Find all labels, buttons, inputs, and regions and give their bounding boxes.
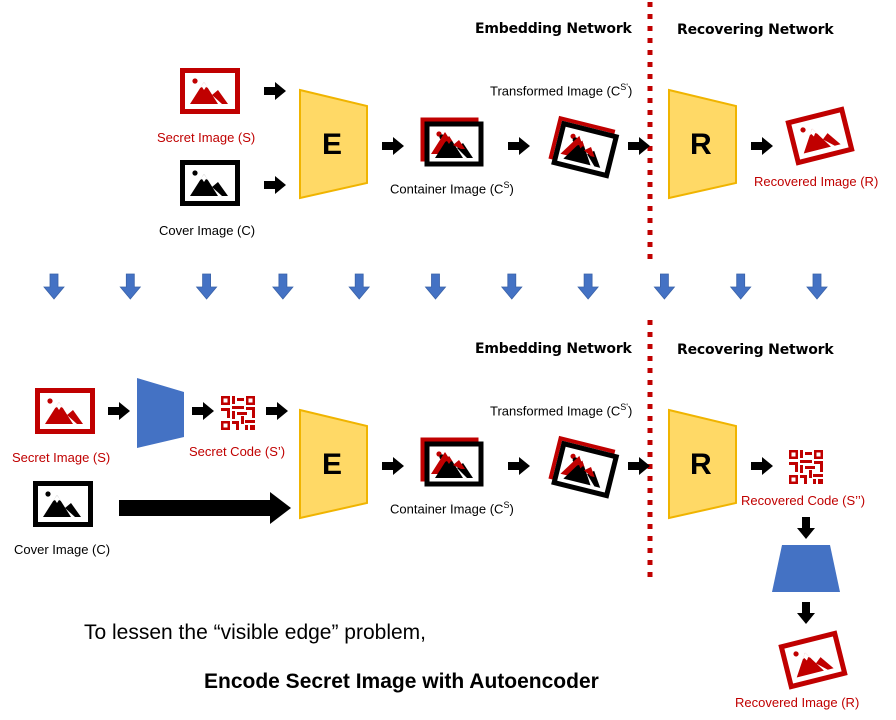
transformed-image-icon — [550, 438, 618, 495]
recoverer-letter: R — [690, 128, 712, 161]
qr-code-icon — [789, 450, 823, 484]
recovered-image-label: Recovered Image (R) — [735, 695, 860, 710]
note-line-2: Encode Secret Image with Autoencoder — [204, 670, 599, 693]
right-arrow-icon — [508, 457, 530, 475]
down-arrow-icon — [196, 273, 218, 300]
autoencoder-encoder-block — [137, 378, 184, 448]
right-arrow-icon — [628, 457, 650, 475]
recoverer-letter: R — [690, 448, 712, 481]
embedding-network-block — [299, 88, 368, 200]
right-arrow-icon — [751, 137, 773, 155]
secret-code-label: Secret Code (S’) — [189, 444, 286, 459]
secret-image-icon — [183, 71, 238, 112]
container-image-icon — [423, 120, 482, 165]
note-line-1: To lessen the “visible edge” problem, — [84, 621, 427, 644]
right-arrow-icon — [192, 402, 214, 420]
transformed-image-icon — [550, 118, 618, 175]
container-image-label: Container Image (CS) — [390, 500, 514, 517]
embedder-letter: E — [322, 448, 343, 481]
transition-arrows — [43, 273, 828, 300]
cover-image-label: Cover Image (C) — [159, 223, 256, 238]
secret-image-icon — [38, 391, 93, 432]
cover-image-icon — [36, 484, 91, 525]
container-image-label: Container Image (CS) — [390, 180, 514, 197]
right-arrow-icon — [264, 176, 286, 194]
recovering-network-block — [668, 408, 737, 520]
down-arrow-icon — [654, 273, 675, 300]
embedder-letter: E — [322, 128, 343, 161]
right-arrow-icon — [382, 137, 404, 155]
transformed-image-label: Transformed Image (CS') — [490, 82, 633, 99]
autoencoder-decoder-block — [772, 545, 840, 592]
right-arrow-icon — [508, 137, 530, 155]
qr-code-icon — [221, 396, 255, 430]
recovering-network-header: Recovering Network — [677, 22, 834, 38]
down-arrow-icon — [797, 517, 815, 539]
down-arrow-icon — [501, 273, 523, 300]
down-arrow-icon — [272, 273, 294, 300]
container-image-icon — [423, 440, 482, 485]
down-arrow-icon — [348, 273, 370, 300]
down-arrow-icon — [806, 273, 828, 300]
recovering-network-block — [668, 88, 737, 200]
secret-image-label: Secret Image (S) — [12, 450, 111, 465]
recovered-code-label: Recovered Code (S’’) — [741, 493, 866, 508]
down-arrow-icon — [425, 273, 446, 300]
cover-image-label: Cover Image (C) — [14, 542, 111, 557]
cover-image-icon — [183, 163, 238, 204]
down-arrow-icon — [119, 273, 141, 300]
recovered-image-icon — [788, 109, 851, 162]
right-arrow-icon — [108, 402, 130, 420]
embedding-network-header: Embedding Network — [475, 21, 632, 37]
down-arrow-icon — [730, 273, 752, 300]
recovered-image-label: Recovered Image (R) — [754, 174, 879, 189]
embedding-network-header: Embedding Network — [475, 341, 632, 357]
right-arrow-icon — [628, 137, 650, 155]
right-arrow-icon — [266, 402, 288, 420]
recovered-image-icon — [781, 633, 844, 686]
embedding-network-block — [299, 408, 368, 520]
transformed-image-label: Transformed Image (CS') — [490, 402, 633, 419]
down-arrow-icon — [43, 273, 65, 300]
right-arrow-icon — [751, 457, 773, 475]
right-arrow-icon — [382, 457, 404, 475]
down-arrow-icon — [797, 602, 815, 624]
long-right-arrow-icon — [119, 492, 291, 524]
down-arrow-icon — [577, 273, 599, 300]
secret-image-label: Secret Image (S) — [157, 130, 256, 145]
right-arrow-icon — [264, 82, 286, 100]
recovering-network-header: Recovering Network — [677, 342, 834, 358]
